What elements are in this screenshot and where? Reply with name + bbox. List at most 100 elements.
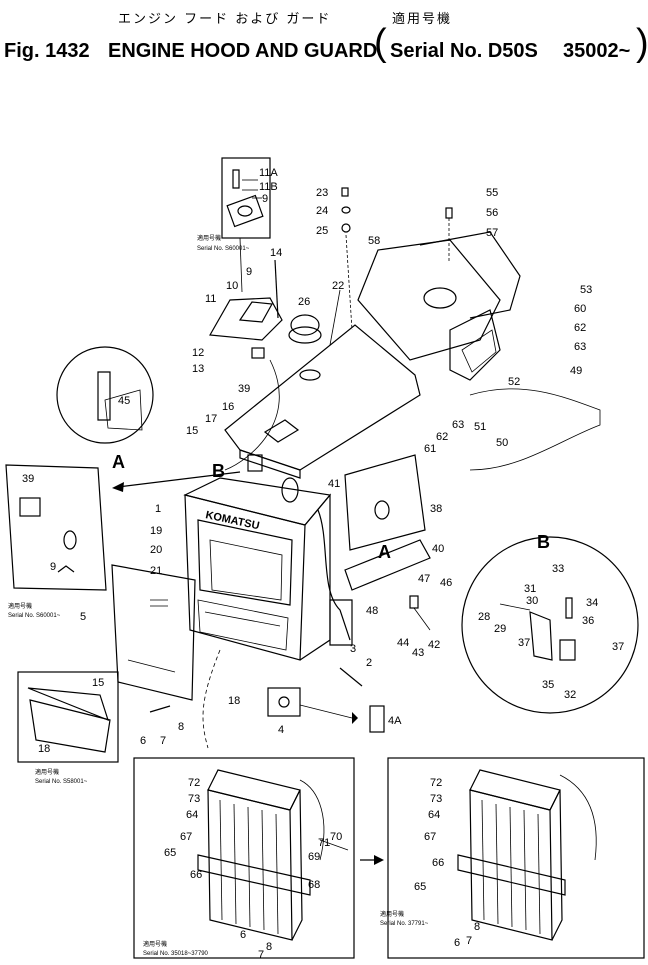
callout-33: 33 (552, 563, 564, 575)
callout-11a: 11A (259, 167, 278, 179)
callout-23: 23 (316, 187, 328, 199)
engine-hood-panel (224, 289, 421, 479)
side-screen (111, 564, 196, 701)
callout-67-early: 67 (180, 831, 192, 843)
callout-64-early: 64 (186, 809, 198, 821)
callout-12: 12 (192, 347, 204, 359)
callout-19: 19 (150, 525, 162, 537)
view-marker-a-small: A (378, 542, 391, 562)
callout-29: 29 (494, 623, 506, 635)
close-parenthesis: ) (636, 22, 648, 64)
detail-circle-b (461, 536, 639, 714)
serial-note-bottom-left: Serial No. 35018~37790 (143, 951, 209, 957)
serial-note-jp-left: 適用号機 (8, 602, 32, 610)
serial-note-bottom-right: Serial No. 37791~ (380, 921, 429, 927)
callout-4: 4 (278, 724, 284, 736)
callout-7-late: 7 (466, 935, 472, 947)
callout-11b: 11B (259, 181, 278, 193)
callout-44: 44 (397, 637, 409, 649)
bracket-plate (267, 687, 301, 717)
callout-47: 47 (418, 573, 430, 585)
callout-65-early: 65 (164, 847, 176, 859)
hood-plate-assembly (209, 237, 283, 341)
callout-69: 69 (308, 851, 320, 863)
radiator-grille-box-late (387, 757, 645, 959)
callout-40: 40 (432, 543, 444, 555)
callout-3: 3 (350, 643, 356, 655)
callout-66-early: 66 (190, 869, 202, 881)
inset-box (17, 671, 119, 763)
view-marker-a: A (112, 452, 125, 472)
callout-34: 34 (586, 597, 598, 609)
view-marker-b-small: B (212, 461, 225, 481)
serial-note-jp-top: 適用号機 (197, 234, 221, 242)
serial-note-jp-bottom-right: 適用号機 (380, 910, 404, 918)
callout-32: 32 (564, 689, 576, 701)
callout-35: 35 (542, 679, 554, 691)
callout-9-plate: 9 (246, 266, 252, 278)
header: エンジン フード および ガード 適用号機 Fig. 1432 ENGINE H… (0, 0, 648, 80)
title-japanese: エンジン フード および ガード (118, 12, 332, 27)
callout-6-late: 6 (454, 937, 460, 949)
callout-9-top: 9 (262, 193, 268, 205)
callout-72-early: 72 (188, 777, 200, 789)
callout-73-early: 73 (188, 793, 200, 805)
callout-53: 53 (580, 284, 592, 296)
callout-58: 58 (368, 235, 380, 247)
serial-note-left: Serial No. S60001~ (8, 613, 61, 619)
callout-50: 50 (496, 437, 508, 449)
serial-label-japanese: 適用号機 (392, 12, 453, 27)
callout-41: 41 (328, 478, 340, 490)
view-marker-b: B (537, 532, 550, 552)
callout-26: 26 (298, 296, 310, 308)
callout-14: 14 (270, 247, 282, 259)
callout-70: 70 (330, 831, 342, 843)
callout-1: 1 (155, 503, 161, 515)
callout-16: 16 (222, 401, 234, 413)
callout-8: 8 (178, 721, 184, 733)
serial-note-jp-bottom-left: 適用号機 (143, 940, 167, 948)
callout-6: 6 (140, 735, 146, 747)
callout-37-left: 37 (518, 637, 530, 649)
callout-4a: 4A (388, 715, 402, 727)
radiator-grille-early (197, 769, 349, 941)
callout-39: 39 (238, 383, 250, 395)
callout-43: 43 (412, 647, 424, 659)
callout-18-inset: 18 (38, 743, 50, 755)
callout-66-late: 66 (432, 857, 444, 869)
callout-8-early: 8 (266, 941, 272, 953)
muffler-cover (357, 231, 521, 381)
callout-15: 15 (186, 425, 198, 437)
callout-61: 61 (424, 443, 436, 455)
serial-text: Serial No. D50S (390, 40, 538, 62)
top-detail-box (221, 157, 271, 239)
callout-7: 7 (160, 735, 166, 747)
callout-57: 57 (486, 227, 498, 239)
figure-number: Fig. 1432 (4, 40, 90, 62)
grommet (290, 314, 320, 336)
callout-11: 11 (205, 293, 216, 305)
serial-note-inset: Serial No. S58001~ (35, 779, 88, 785)
callout-56: 56 (486, 207, 498, 219)
callout-73-late: 73 (430, 793, 442, 805)
callout-24: 24 (316, 205, 328, 217)
callout-10: 10 (226, 280, 238, 292)
callout-72-late: 72 (430, 777, 442, 789)
callout-65-late: 65 (414, 881, 426, 893)
callout-7-early: 7 (258, 949, 264, 961)
callout-46: 46 (440, 577, 452, 589)
callout-22: 22 (332, 280, 344, 292)
callout-9-view-a: 9 (50, 561, 56, 573)
callout-21: 21 (150, 565, 162, 577)
detail-circle-45 (56, 346, 154, 444)
open-parenthesis: ( (374, 22, 387, 64)
callout-18: 18 (228, 695, 240, 707)
callout-62-right: 62 (574, 322, 586, 334)
radiator-grille-box-early (133, 757, 355, 959)
callout-38: 38 (430, 503, 442, 515)
callout-62-left: 62 (436, 431, 448, 443)
hood-bolts (341, 187, 353, 331)
radiator-grille-late (457, 769, 597, 941)
callout-28: 28 (478, 611, 490, 623)
